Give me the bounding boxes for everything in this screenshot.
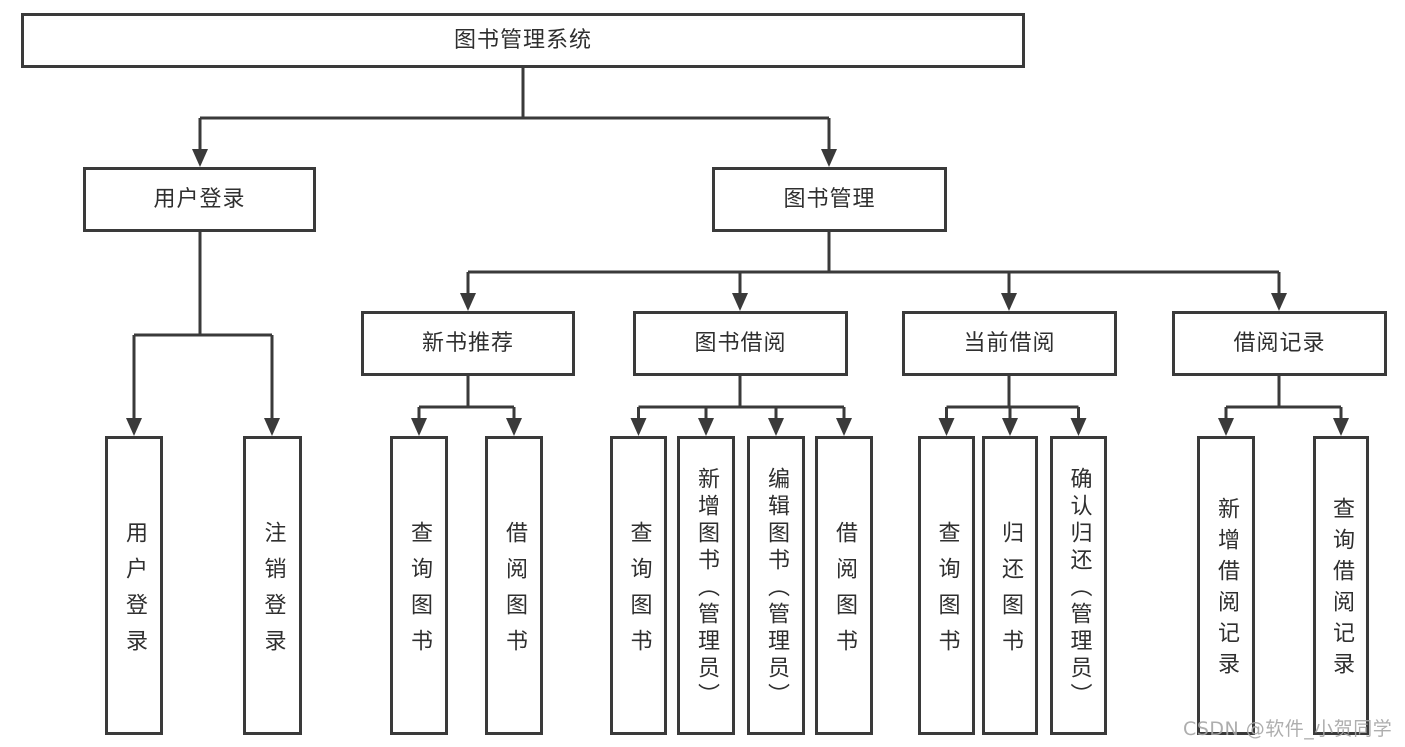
- node-label: 当前借阅: [963, 330, 1056, 356]
- arrowhead-icon: [1271, 293, 1287, 311]
- arrowhead-icon: [768, 418, 784, 436]
- node-label: 新增借阅记录: [1214, 497, 1239, 683]
- node-label: 借阅记录: [1233, 330, 1326, 356]
- node-label: 用户登录: [153, 186, 246, 212]
- leaf-borrow-books-1: 借阅图书: [485, 436, 543, 735]
- leaf-add-borrow-record: 新增借阅记录: [1197, 436, 1255, 735]
- node-current-borrow: 当前借阅: [902, 311, 1117, 376]
- leaf-query-books-1: 查询图书: [390, 436, 448, 735]
- leaf-borrow-books-2: 借阅图书: [815, 436, 873, 735]
- node-label: 图书管理: [783, 186, 876, 212]
- leaf-query-borrow-record: 查询借阅记录: [1313, 436, 1369, 735]
- node-label: 归还图书: [998, 520, 1023, 665]
- arrowhead-icon: [192, 149, 208, 167]
- arrowhead-icon: [1333, 418, 1349, 436]
- node-label: 确认归还（管理员）: [1066, 466, 1092, 710]
- arrowhead-icon: [1070, 418, 1087, 436]
- node-label: 编辑图书（管理员）: [764, 466, 789, 710]
- node-label: 图书借阅: [694, 330, 787, 356]
- node-borrow-records: 借阅记录: [1172, 311, 1387, 376]
- node-label: 借阅图书: [832, 520, 857, 665]
- node-library-system: 图书管理系统: [21, 13, 1025, 68]
- node-book-borrow: 图书借阅: [633, 311, 848, 376]
- node-user-login: 用户登录: [83, 167, 316, 232]
- node-label: 新增图书（管理员）: [694, 466, 719, 710]
- node-label: 查询图书: [626, 520, 652, 665]
- arrowhead-icon: [1218, 418, 1234, 436]
- leaf-logout: 注销登录: [243, 436, 302, 735]
- leaf-add-book-admin: 新增图书（管理员）: [677, 436, 735, 735]
- node-book-management: 图书管理: [712, 167, 947, 232]
- watermark: CSDN @软件_小贺同学: [1183, 718, 1393, 740]
- leaf-confirm-return-admin: 确认归还（管理员）: [1050, 436, 1107, 735]
- node-label: 图书管理系统: [453, 27, 592, 53]
- arrowhead-icon: [126, 418, 142, 436]
- arrowhead-icon: [630, 418, 647, 436]
- arrowhead-icon: [1002, 418, 1018, 436]
- node-new-book-recommend: 新书推荐: [361, 311, 575, 376]
- arrowhead-icon: [506, 418, 522, 436]
- leaf-edit-book-admin: 编辑图书（管理员）: [747, 436, 805, 735]
- arrowhead-icon: [732, 293, 748, 311]
- arrowhead-icon: [821, 149, 837, 167]
- node-label: 查询图书: [407, 520, 432, 665]
- node-label: 注销登录: [260, 520, 286, 665]
- arrowhead-icon: [698, 418, 714, 436]
- arrowhead-icon: [1001, 293, 1017, 311]
- leaf-user-login: 用户登录: [105, 436, 163, 735]
- arrowhead-icon: [460, 293, 476, 311]
- node-label: 借阅图书: [502, 520, 527, 665]
- node-label: 用户登录: [122, 520, 147, 665]
- arrowhead-icon: [938, 418, 955, 436]
- leaf-query-books-3: 查询图书: [918, 436, 975, 735]
- node-label: 查询借阅记录: [1329, 497, 1354, 683]
- node-label: 查询图书: [934, 520, 960, 665]
- arrowhead-icon: [264, 418, 280, 436]
- arrowhead-icon: [836, 418, 852, 436]
- node-label: 新书推荐: [421, 330, 514, 356]
- leaf-return-book: 归还图书: [982, 436, 1038, 735]
- leaf-query-books-2: 查询图书: [610, 436, 667, 735]
- arrowhead-icon: [411, 418, 427, 436]
